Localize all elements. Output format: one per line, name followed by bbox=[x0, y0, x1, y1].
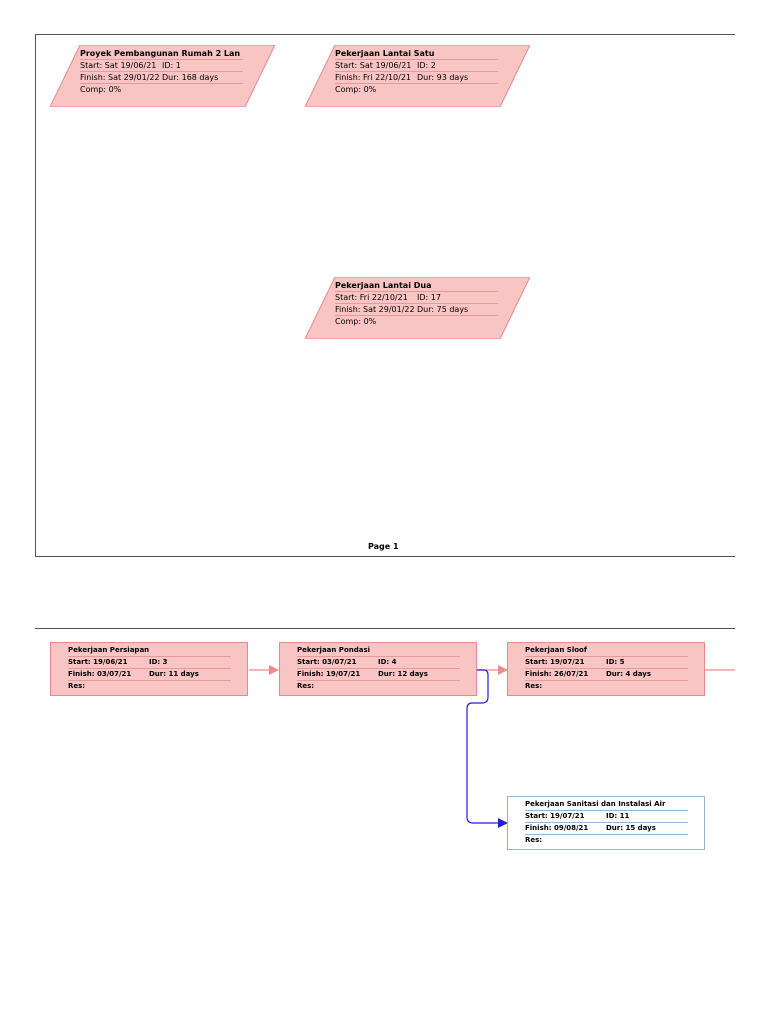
node-duration: Dur: 11 days bbox=[149, 670, 199, 678]
summary-node-3[interactable]: Pekerjaan Lantai Dua Start: Fri 22/10/21… bbox=[305, 277, 530, 339]
node-title: Pekerjaan Persiapan bbox=[68, 645, 231, 657]
summary-shape bbox=[305, 45, 530, 107]
node-complete: Comp: 0% bbox=[335, 317, 377, 326]
link-4-to-11 bbox=[466, 669, 508, 828]
page-2-top-border bbox=[35, 628, 735, 629]
node-id: ID: 11 bbox=[606, 812, 630, 820]
node-finish: Finish: 26/07/21 bbox=[525, 670, 589, 678]
task-node-4[interactable]: Pekerjaan Pondasi Start: 03/07/21 ID: 4 F… bbox=[279, 642, 477, 696]
node-complete: Comp: 0% bbox=[335, 85, 377, 94]
summary-node-1[interactable]: Proyek Pembangunan Rumah 2 Lan Start: Sa… bbox=[50, 45, 275, 107]
node-id: ID: 1 bbox=[162, 61, 181, 70]
node-finish: Finish: Sat 29/01/22 bbox=[80, 73, 160, 82]
node-complete: Comp: 0% bbox=[80, 85, 122, 94]
summary-shape bbox=[305, 277, 530, 339]
node-finish: Finish: Sat 29/01/22 bbox=[335, 305, 415, 314]
node-duration: Dur: 75 days bbox=[417, 305, 469, 314]
node-title: Pekerjaan Pondasi bbox=[297, 645, 460, 657]
node-resource: Res: bbox=[525, 836, 543, 844]
node-start: Start: 19/06/21 bbox=[68, 658, 128, 666]
node-resource: Res: bbox=[297, 682, 315, 690]
node-finish: Finish: 09/08/21 bbox=[525, 824, 589, 832]
node-duration: Dur: 15 days bbox=[606, 824, 656, 832]
node-title: Pekerjaan Sanitasi dan Instalasi Air bbox=[525, 799, 688, 811]
summary-node-2[interactable]: Pekerjaan Lantai Satu Start: Sat 19/06/2… bbox=[305, 45, 530, 107]
node-resource: Res: bbox=[68, 682, 86, 690]
node-start: Start: 03/07/21 bbox=[297, 658, 357, 666]
task-node-5[interactable]: Pekerjaan Sloof Start: 19/07/21 ID: 5 Fin… bbox=[507, 642, 705, 696]
node-finish: Finish: Fri 22/10/21 bbox=[335, 73, 412, 82]
node-duration: Dur: 93 days bbox=[417, 73, 469, 82]
node-start: Start: Sat 19/06/21 bbox=[335, 61, 412, 70]
node-resource: Res: bbox=[525, 682, 543, 690]
task-node-11[interactable]: Pekerjaan Sanitasi dan Instalasi Air Sta… bbox=[507, 796, 705, 850]
node-id: ID: 2 bbox=[417, 61, 436, 70]
node-duration: Dur: 12 days bbox=[378, 670, 428, 678]
node-finish: Finish: 19/07/21 bbox=[297, 670, 361, 678]
node-title: Pekerjaan Lantai Dua bbox=[335, 280, 498, 292]
task-node-3[interactable]: Pekerjaan Persiapan Start: 19/06/21 ID: 3… bbox=[50, 642, 248, 696]
node-finish: Finish: 03/07/21 bbox=[68, 670, 132, 678]
node-id: ID: 5 bbox=[606, 658, 625, 666]
node-duration: Dur: 4 days bbox=[606, 670, 652, 678]
node-start: Start: 19/07/21 bbox=[525, 658, 585, 666]
node-id: ID: 3 bbox=[149, 658, 168, 666]
node-title: Pekerjaan Sloof bbox=[525, 645, 688, 657]
page-number-label: Page 1 bbox=[368, 542, 399, 551]
node-start: Start: 19/07/21 bbox=[525, 812, 585, 820]
node-duration: Dur: 168 days bbox=[162, 73, 219, 82]
summary-shape bbox=[50, 45, 275, 107]
node-id: ID: 17 bbox=[417, 293, 441, 302]
node-title: Pekerjaan Lantai Satu bbox=[335, 48, 498, 60]
node-id: ID: 4 bbox=[378, 658, 397, 666]
node-start: Start: Fri 22/10/21 bbox=[335, 293, 408, 302]
node-start: Start: Sat 19/06/21 bbox=[80, 61, 157, 70]
node-title: Proyek Pembangunan Rumah 2 Lan bbox=[80, 48, 243, 60]
page-1-frame bbox=[35, 34, 735, 557]
